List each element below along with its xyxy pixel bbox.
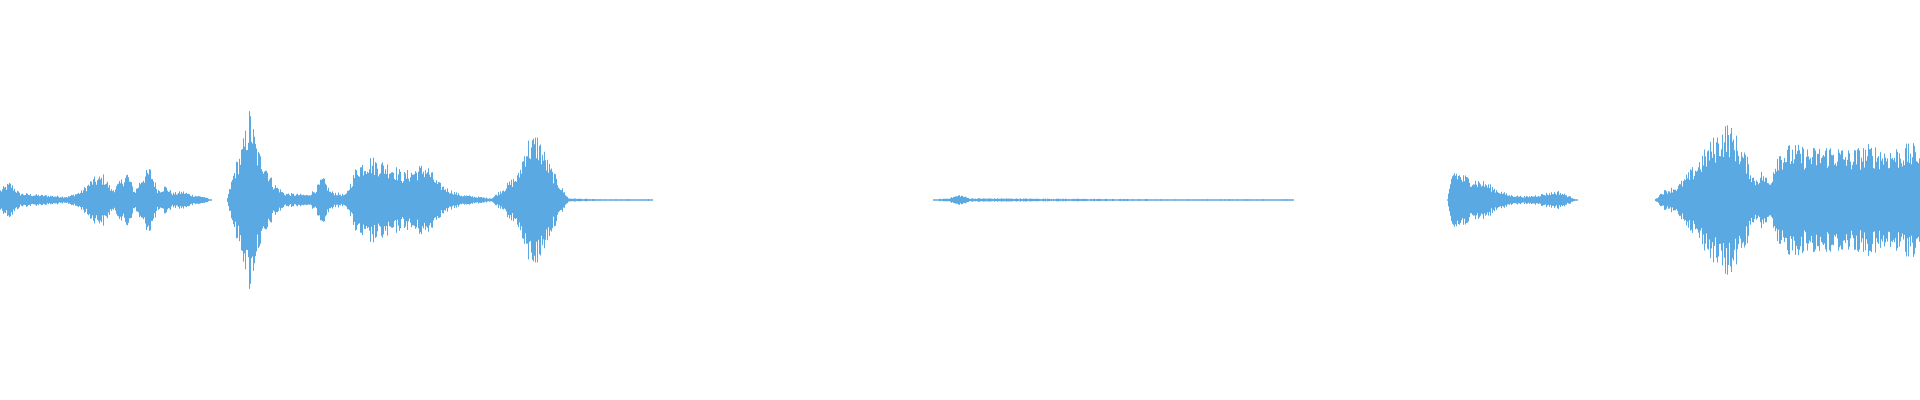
waveform-bars [0,111,1920,289]
waveform-path [0,111,1920,289]
